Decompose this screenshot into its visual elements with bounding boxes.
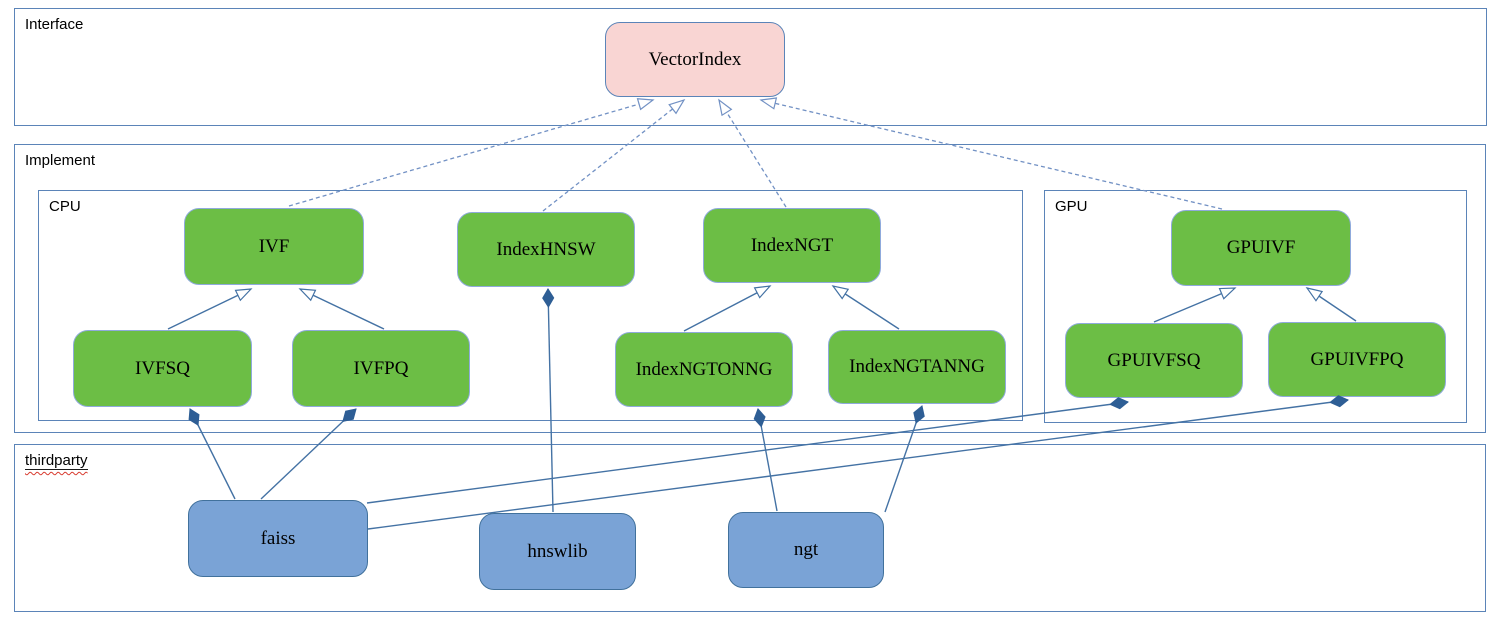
node-gpuivf: GPUIVF — [1171, 210, 1351, 286]
container-cpu-label: CPU — [49, 198, 81, 215]
node-hnswlib-label: hnswlib — [527, 540, 588, 562]
node-faiss: faiss — [188, 500, 368, 577]
node-ivf-label: IVF — [258, 235, 290, 257]
node-ngt: ngt — [728, 512, 884, 588]
node-ivfsq: IVFSQ — [73, 330, 252, 407]
container-interface-label: Interface — [25, 16, 84, 33]
node-indexhnsw: IndexHNSW — [457, 212, 635, 287]
node-indexngtanng: IndexNGTANNG — [828, 330, 1006, 404]
container-thirdparty-label-text: thirdparty — [25, 452, 88, 470]
node-gpuivfsq-label: GPUIVFSQ — [1107, 349, 1201, 371]
node-vectorindex-label: VectorIndex — [648, 48, 742, 70]
container-thirdparty-label: thirdparty — [25, 452, 88, 470]
node-indexngtonng: IndexNGTONNG — [615, 332, 793, 407]
node-indexngt: IndexNGT — [703, 208, 881, 283]
node-gpuivfpq: GPUIVFPQ — [1268, 322, 1446, 397]
node-ivfsq-label: IVFSQ — [135, 357, 190, 379]
node-indexngt-label: IndexNGT — [750, 234, 834, 256]
node-gpuivf-label: GPUIVF — [1226, 237, 1296, 258]
node-indexngtonng-label: IndexNGTONNG — [635, 358, 773, 380]
container-implement-label: Implement — [25, 152, 96, 169]
node-indexhnsw-label: IndexHNSW — [496, 238, 596, 260]
node-gpuivfpq-label: GPUIVFPQ — [1310, 348, 1404, 370]
node-faiss-label: faiss — [260, 527, 296, 549]
node-ivfpq: IVFPQ — [292, 330, 470, 407]
node-ivf: IVF — [184, 208, 364, 285]
node-vectorindex: VectorIndex — [605, 22, 785, 97]
node-gpuivfsq: GPUIVFSQ — [1065, 323, 1243, 398]
container-gpu-label: GPU — [1055, 198, 1088, 215]
node-indexngtanng-label: IndexNGTANNG — [849, 356, 985, 377]
node-ngt-label: ngt — [793, 539, 819, 560]
node-ivfpq-label: IVFPQ — [353, 357, 409, 379]
node-hnswlib: hnswlib — [479, 513, 636, 590]
